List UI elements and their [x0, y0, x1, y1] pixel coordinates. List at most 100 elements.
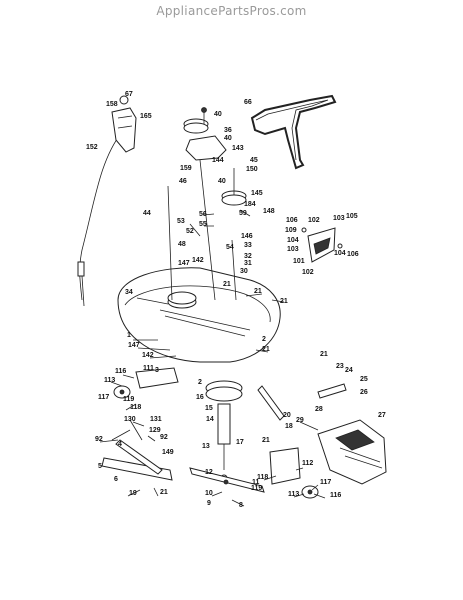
leader-lines [99, 209, 326, 507]
part-number-label: 118 [257, 474, 268, 481]
part-number-label: 21 [223, 281, 231, 288]
part-number-label: 119 [251, 485, 262, 492]
part-number-label: 45 [250, 157, 258, 164]
part-number-label: 67 [125, 91, 133, 98]
part-number-label: 46 [179, 178, 187, 185]
part-number-label: 36 [224, 127, 232, 134]
part-number-label: 106 [347, 251, 359, 258]
part-number-label: 105 [346, 213, 358, 220]
part-number-label: 102 [302, 269, 314, 276]
part-number-label: 159 [180, 165, 192, 172]
part-number-label: 119 [123, 396, 134, 403]
part-number-label: 130 [124, 416, 136, 423]
part-number-label: 5 [98, 463, 102, 470]
part-number-label: 4 [118, 441, 122, 448]
part-number-label: 106 [286, 217, 298, 224]
part-number-label: 2 [198, 379, 202, 386]
idler-pulley-assembly [183, 107, 227, 161]
part-number-label: 21 [262, 346, 270, 353]
left-arm-assembly [101, 419, 173, 481]
part-number-label: 112 [302, 460, 313, 467]
part-number-label: 142 [142, 352, 154, 359]
part-number-label: 145 [251, 190, 263, 197]
part-number-label: 104 [334, 250, 346, 257]
part-number-label: 92 [160, 434, 168, 441]
part-number-label: 116 [330, 492, 341, 499]
part-number-label: 55 [199, 221, 207, 228]
part-number-label: 15 [205, 405, 213, 412]
part-number-label: 53 [177, 218, 185, 225]
part-number-label: 21 [262, 437, 270, 444]
part-number-label: 14 [206, 416, 214, 423]
part-number-label: 111 [143, 365, 154, 372]
part-number-label: 104 [287, 237, 299, 244]
part-number-label: 21 [320, 351, 328, 358]
part-number-label: 149 [162, 449, 174, 456]
part-number-label: 20 [283, 412, 291, 419]
part-number-label: 148 [263, 208, 275, 215]
part-number-label: 2 [262, 336, 266, 343]
part-number-label: 6 [114, 476, 118, 483]
part-number-label: 29 [296, 417, 304, 424]
part-number-label: 30 [240, 268, 248, 275]
part-number-label: 32 [244, 253, 252, 260]
part-number-label: 13 [202, 443, 210, 450]
part-number-label: 144 [212, 157, 224, 164]
part-number-label: 19 [129, 490, 137, 497]
part-number-label: 23 [336, 363, 344, 370]
part-number-label: 33 [244, 242, 252, 249]
part-number-label: 3 [155, 367, 159, 374]
part-number-label: 26 [360, 389, 368, 396]
part-number-label: 40 [224, 135, 232, 142]
part-number-label: 158 [106, 101, 118, 108]
part-number-label: 152 [86, 144, 98, 151]
part-number-label: 150 [246, 166, 258, 173]
part-number-label: 18 [285, 423, 293, 430]
right-wheel-bracket [269, 447, 319, 499]
part-number-label: 184 [244, 201, 256, 208]
part-number-label: 56 [199, 211, 207, 218]
belt-66 [250, 94, 337, 170]
left-wheel-bracket [113, 367, 179, 399]
site-watermark: AppliancePartsPros.com [156, 4, 307, 18]
discharge-chute-27 [317, 419, 387, 485]
part-number-label: 118 [130, 404, 141, 411]
part-number-label: 44 [143, 210, 151, 217]
part-number-label: 147 [128, 342, 140, 349]
part-number-label: 8 [239, 502, 243, 509]
part-number-label: 147 [178, 260, 190, 267]
part-number-label: 21 [160, 489, 168, 496]
part-number-label: 52 [186, 228, 194, 235]
mower-blade [189, 467, 265, 493]
part-number-label: 40 [218, 178, 226, 185]
part-number-label: 34 [125, 289, 133, 296]
part-number-label: 131 [150, 416, 162, 423]
part-number-label: 9 [207, 500, 211, 507]
part-number-label: 28 [315, 406, 323, 413]
spindle-assembly [205, 380, 243, 482]
part-number-label: 54 [226, 244, 234, 251]
part-number-label: 92 [95, 436, 103, 443]
part-number-label: 21 [254, 288, 262, 295]
part-number-label: 25 [360, 376, 368, 383]
right-link-arms [257, 383, 347, 431]
part-number-label: 11 [252, 479, 260, 486]
bracket-158 [111, 95, 137, 153]
part-number-label: 17 [236, 439, 244, 446]
part-number-label: 102 [308, 217, 320, 224]
clutch-cable-152 [77, 131, 123, 307]
part-number-label: 66 [244, 99, 252, 106]
part-number-label: 129 [149, 427, 161, 434]
part-number-label: 101 [293, 258, 305, 265]
part-number-label: 59 [239, 210, 247, 217]
part-number-label: 27 [378, 412, 386, 419]
part-number-label: 21 [280, 298, 288, 305]
part-number-label: 117 [98, 394, 109, 401]
part-number-label: 116 [115, 368, 126, 375]
part-number-label: 12 [205, 469, 213, 476]
part-number-label: 24 [345, 367, 353, 374]
part-number-label: 165 [140, 113, 152, 120]
part-number-label: 103 [287, 246, 299, 253]
